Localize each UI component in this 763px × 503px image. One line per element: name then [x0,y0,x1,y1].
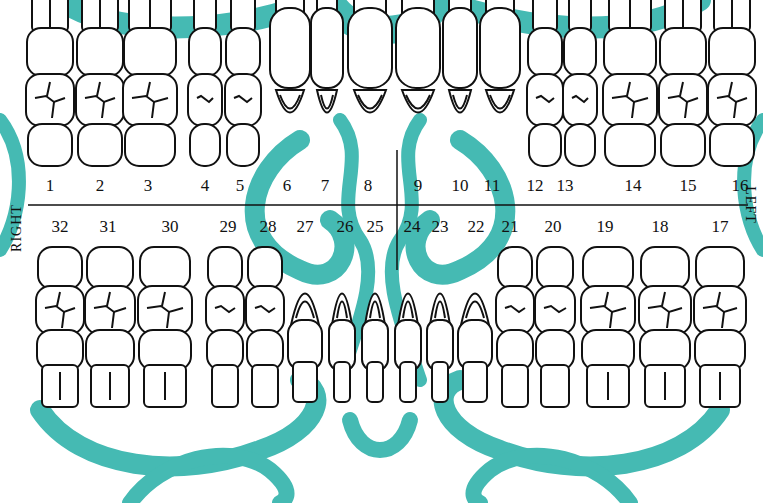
tooth-number: 22 [468,218,485,235]
tooth-number: 26 [337,218,354,235]
midline-vertical [396,150,398,270]
tooth-drawings [26,0,756,407]
tooth-number: 28 [260,218,277,235]
tooth-number: 24 [404,218,421,235]
tooth-number: 10 [452,177,469,194]
tooth-number: 1 [46,177,55,194]
tooth-number: 19 [597,218,614,235]
tooth-number: 8 [364,177,373,194]
tooth-number: 7 [321,177,330,194]
side-label: LEFT [743,186,757,223]
tooth-number: 5 [236,177,245,194]
tooth-number: 4 [201,177,210,194]
tooth-number: 17 [712,218,729,235]
tooth-number: 6 [283,177,292,194]
tooth-number: 15 [680,177,697,194]
tooth-number: 3 [144,177,153,194]
tooth-number: 2 [96,177,105,194]
tooth-number: 30 [162,218,179,235]
tooth-number: 29 [220,218,237,235]
tooth-number: 31 [100,218,117,235]
side-label: RIGHT [10,204,24,252]
tooth-number: 27 [297,218,314,235]
tooth-number: 25 [367,218,384,235]
tooth-number: 23 [432,218,449,235]
tooth-number: 21 [502,218,519,235]
tooth-number: 20 [545,218,562,235]
tooth-number: 11 [484,177,500,194]
midline-horizontal [28,204,748,206]
tooth-number: 9 [414,177,423,194]
tooth-number: 13 [557,177,574,194]
tooth-number: 12 [527,177,544,194]
tooth-number: 18 [652,218,669,235]
tooth-number: 32 [52,218,69,235]
tooth-number: 14 [625,177,642,194]
